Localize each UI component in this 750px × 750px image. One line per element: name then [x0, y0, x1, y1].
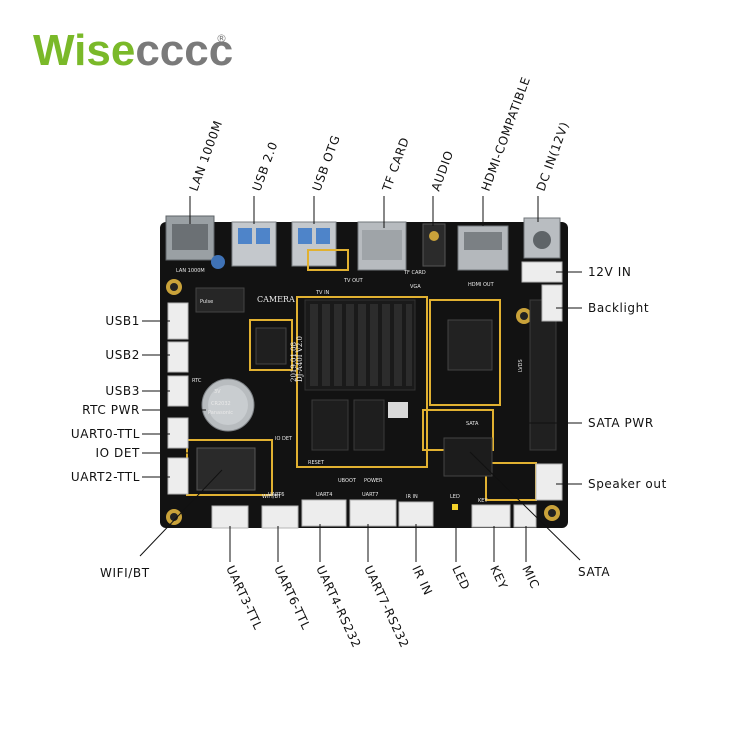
- label-speaker-out: Speaker out: [588, 477, 667, 491]
- label-key: KEY: [487, 563, 510, 591]
- label-usb-2-0: USB 2.0: [250, 140, 281, 193]
- silk-uart4: UART4: [316, 492, 332, 498]
- ethernet-ic: [195, 287, 245, 313]
- brand-logo: Wisecccc ®: [33, 26, 233, 75]
- led-indicator: [452, 504, 458, 510]
- battery-voltage: 3V: [214, 389, 221, 395]
- right-labels: 12V IN Backlight SATA PWR Speaker out: [588, 265, 667, 491]
- silk-io-det: IO DET: [275, 436, 293, 442]
- silk-sata: SATA: [466, 421, 479, 427]
- label-uart3-ttl: UART3-TTL: [223, 563, 265, 632]
- mounting-hole: [166, 279, 182, 295]
- label-mic: MIC: [519, 563, 542, 591]
- label-audio: AUDIO: [429, 149, 457, 193]
- silk-power: POWER: [364, 478, 383, 484]
- label-hdmi-compatible: HDMI-COMPATIBLE: [479, 75, 533, 193]
- silk-tv-out: TV OUT: [343, 278, 364, 284]
- label-usb3: USB3: [105, 384, 140, 398]
- logo-wise: Wise: [33, 26, 135, 75]
- mounting-hole: [166, 509, 182, 525]
- pcb-board: LAN 1000M TF CARD H: [160, 215, 568, 529]
- camera-connector: [255, 327, 287, 365]
- leader-lines: [139, 196, 582, 562]
- label-uart0-ttl: UART0-TTL: [71, 427, 140, 441]
- silk-reset: RESET: [308, 460, 325, 466]
- bottom-labels: WIFI/BT UART3-TTL UART6-TTL UART4-RS232 …: [100, 563, 610, 650]
- silk-uboot: UBOOT: [338, 478, 357, 484]
- label-tf-card: TF CARD: [379, 135, 412, 194]
- label-usb1: USB1: [105, 314, 140, 328]
- silk-ir-in: IR IN: [406, 494, 418, 500]
- label-ir-in: IR IN: [409, 563, 435, 597]
- sata-connector: [443, 437, 493, 477]
- left-connectors: [167, 302, 189, 495]
- label-rtc-pwr: RTC PWR: [82, 403, 140, 417]
- top-labels: LAN 1000M USB 2.0 USB OTG TF CARD AUDIO …: [187, 75, 572, 194]
- silk-tf-card: TF CARD: [403, 270, 426, 276]
- silk-camera: CAMERA: [257, 295, 295, 304]
- silk-lan: LAN 1000M: [176, 268, 205, 274]
- left-labels: USB1 USB2 USB3 RTC PWR UART0-TTL IO DET …: [71, 314, 140, 484]
- dc-jack: [523, 217, 561, 259]
- silk-ic-brand: Pulse: [200, 299, 213, 305]
- memory-label: [388, 402, 408, 418]
- lvds-header: [529, 299, 557, 451]
- hdmi-port: [457, 225, 509, 271]
- silk-led: LED: [450, 494, 460, 500]
- audio-jack: [422, 223, 446, 267]
- rtc-battery: 3V CR2032 Panasonic: [201, 378, 255, 432]
- usb-port: [231, 221, 277, 267]
- silk-wifi-bt: WIFI/BT: [262, 494, 282, 500]
- svg-text:Wisecccc: Wisecccc: [33, 26, 233, 75]
- label-led: LED: [449, 563, 472, 592]
- right-connectors: [521, 261, 563, 501]
- label-io-det: IO DET: [95, 446, 140, 460]
- highlight-frames: [186, 249, 537, 501]
- silk-model: DJ-A40I V2.0: [296, 336, 304, 382]
- silk-hdmi-out: HDMI OUT: [468, 282, 495, 288]
- logo-cccc: cccc: [135, 26, 233, 75]
- silk-tv-in: TV IN: [315, 290, 330, 296]
- label-uart6-ttl: UART6-TTL: [271, 563, 313, 632]
- registered-mark: ®: [216, 32, 227, 45]
- silk-key: KEY: [478, 498, 488, 504]
- label-wifi-bt: WIFI/BT: [100, 566, 150, 580]
- bottom-connectors: [211, 499, 537, 529]
- label-uart2-ttl: UART2-TTL: [71, 470, 140, 484]
- silk-uart7: UART7: [362, 492, 378, 498]
- silk-date: 2019.01.08: [290, 342, 298, 382]
- label-usb2: USB2: [105, 348, 140, 362]
- label-sata-pwr: SATA PWR: [588, 416, 654, 430]
- silk-uart6: UART6: [268, 492, 284, 498]
- mounting-hole: [544, 505, 560, 521]
- pmic-chip: [447, 319, 493, 371]
- mounting-hole: [516, 308, 532, 324]
- label-lan-1000m: LAN 1000M: [187, 118, 226, 193]
- memory-chip: [353, 399, 385, 451]
- wifi-module: [196, 447, 256, 491]
- label-uart7-rs232: UART7-RS232: [361, 563, 411, 650]
- battery-model: CR2032: [211, 401, 231, 407]
- label-sata: SATA: [578, 565, 610, 579]
- silk-lvds: LVDS: [518, 359, 524, 372]
- lan-port: [165, 215, 215, 261]
- battery-brand: Panasonic: [208, 410, 233, 416]
- capacitor: [211, 255, 225, 269]
- label-dc-in: DC IN(12V): [534, 120, 572, 193]
- usb-otg-port: [291, 221, 337, 267]
- label-12v-in: 12V IN: [588, 265, 631, 279]
- tf-card-slot: [357, 221, 407, 271]
- label-uart4-rs232: UART4-RS232: [313, 563, 363, 650]
- memory-chip: [311, 399, 349, 451]
- silk-vga: VGA: [410, 284, 421, 290]
- label-backlight: Backlight: [588, 301, 649, 315]
- bottom-silk: UART6 UART4 UART7 IR IN LED KEY RESET UB…: [268, 278, 488, 504]
- label-usb-otg: USB OTG: [310, 133, 343, 193]
- heatsink: [304, 299, 416, 391]
- silk-rtc: RTC: [192, 378, 202, 384]
